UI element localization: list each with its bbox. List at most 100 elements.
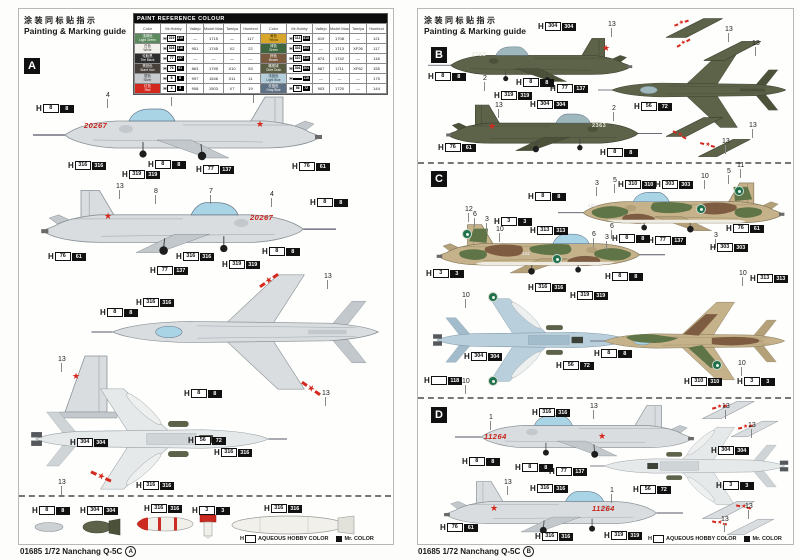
mr-color-number: 8 [623, 148, 638, 157]
humbrol-cell: 144 [366, 83, 387, 94]
aircraft-code: 20267 [250, 213, 274, 222]
paint-callout: H 8 8 [184, 389, 222, 398]
callout-h-prefix: H [494, 216, 500, 226]
mr-color-number: 316 [199, 252, 214, 261]
black-box-icon [744, 536, 751, 542]
aqueous-color-number: 76 [298, 162, 315, 171]
callout-h-prefix: H [262, 246, 268, 256]
humbrol-cell: 155 [366, 63, 387, 74]
part-number-label: 13 [725, 26, 733, 42]
aqueous-color-number: 8 [618, 234, 635, 243]
vallejo-cell: 819 [312, 33, 330, 44]
callout-h-prefix: H [600, 147, 606, 157]
paint-callout: H 3 3 [192, 506, 230, 515]
paint-callout: H 304 304 [530, 100, 568, 109]
part-number-label: 6 [473, 211, 477, 227]
callout-h-prefix: H [556, 360, 562, 370]
mr-color-number: 304 [103, 506, 118, 515]
paint-callout: H 304 304 [711, 446, 749, 455]
part-number-label: 4 [270, 191, 274, 207]
paint-callout: H 313 313 [750, 274, 788, 283]
callout-h-prefix: H [292, 161, 298, 171]
callout-h-prefix: H [634, 101, 640, 111]
aqueous-color-number: 310 [624, 180, 641, 189]
kit-title: 01685 1/72 Nanchang Q-5C [418, 547, 521, 556]
tamiya-cell: XF26 [349, 43, 367, 54]
paint-callout: H 319 319 [570, 291, 608, 300]
mrcolor-legend: Mr. COLOR [336, 536, 374, 542]
modelmaster-cell: 1711 [329, 63, 350, 74]
part-number-label: 13 [504, 479, 512, 495]
national-insignia [462, 229, 472, 239]
callout-h-prefix: H [711, 445, 717, 455]
aqueous-color-number: 304 [470, 352, 487, 361]
callout-h-prefix: H [605, 271, 611, 281]
callout-h-prefix: H [100, 307, 106, 317]
callout-h-prefix: H [426, 268, 432, 278]
aqueous-color-number: 8 [468, 457, 485, 466]
mr-color-number: 8 [617, 349, 632, 358]
paint-callout: H 319 319 [122, 170, 160, 179]
aqueous-color-number: 316 [220, 448, 237, 457]
insignia-bar [711, 406, 717, 410]
mr-color-number: 303 [733, 243, 748, 252]
modelmaster-cell: 1745 [203, 43, 224, 54]
aqueous-color-number: 316 [538, 408, 555, 417]
mr-color-number: 118 [447, 376, 462, 385]
paint-callout: H 8 8 [528, 192, 566, 201]
mr-color-number: 304 [734, 446, 749, 455]
callout-h-prefix: H [464, 351, 470, 361]
insignia-bar [314, 390, 321, 396]
callout-h-prefix: H [633, 484, 639, 494]
divider-b-c [418, 162, 791, 164]
paint-callout: H 76 61 [292, 162, 330, 171]
insignia-bar [272, 273, 279, 279]
red-star-icon [704, 141, 711, 148]
aqueous-color-number: 3 [500, 217, 517, 226]
col-color: Color [134, 23, 161, 34]
callout-h-prefix: H [618, 179, 624, 189]
aqueous-color-number: 77 [555, 467, 572, 476]
mr-color-number: 319 [245, 260, 260, 269]
red-star-icon [602, 44, 610, 53]
part-number-label: 13 [722, 403, 730, 419]
paint-callout: H 316 316 [144, 504, 182, 513]
col-tamiya: Tamiya [223, 23, 241, 34]
col-vallejo: Vallejo [312, 23, 330, 34]
aqueous-color-number [430, 376, 447, 385]
part-number-label: 6 [592, 231, 596, 247]
callout-h-prefix: H [528, 191, 534, 201]
paint-callout: H 310 310 [684, 377, 722, 386]
mr-color-number: 316 [237, 448, 252, 457]
mr-color-number: 303 [678, 180, 693, 189]
paint-callout: H 316 316 [532, 408, 570, 417]
paint-callout: H 8 8 [428, 72, 466, 81]
mr-color-number: 137 [219, 165, 234, 174]
mr-color-number: 8 [539, 78, 554, 87]
callout-h-prefix: H [716, 480, 722, 490]
callout-h-prefix: H [494, 90, 500, 100]
mr-color-number: 61 [749, 224, 764, 233]
paint-callout: H 319 319 [604, 531, 642, 540]
col-humbrol: Humbrol [366, 23, 387, 34]
paint-callout: H 316 316 [136, 481, 174, 490]
section-marker-a: A [24, 58, 40, 74]
callout-h-prefix: H [530, 99, 536, 109]
page-b-header: 涂装同标贴指示 Painting & Marking guide [424, 16, 526, 37]
paint-callout: H 8 8 [462, 457, 500, 466]
aqueous-color-number: 319 [500, 91, 517, 100]
part-number-label: 2 [483, 75, 487, 91]
mr-color-number: 137 [671, 236, 686, 245]
part-number-label: 13 [58, 356, 66, 372]
part-number-label: 7 [209, 188, 213, 204]
mr-color-number: 8 [485, 457, 500, 466]
paint-callout: H 319 319 [494, 91, 532, 100]
aqueous-color-number: 8 [154, 160, 171, 169]
